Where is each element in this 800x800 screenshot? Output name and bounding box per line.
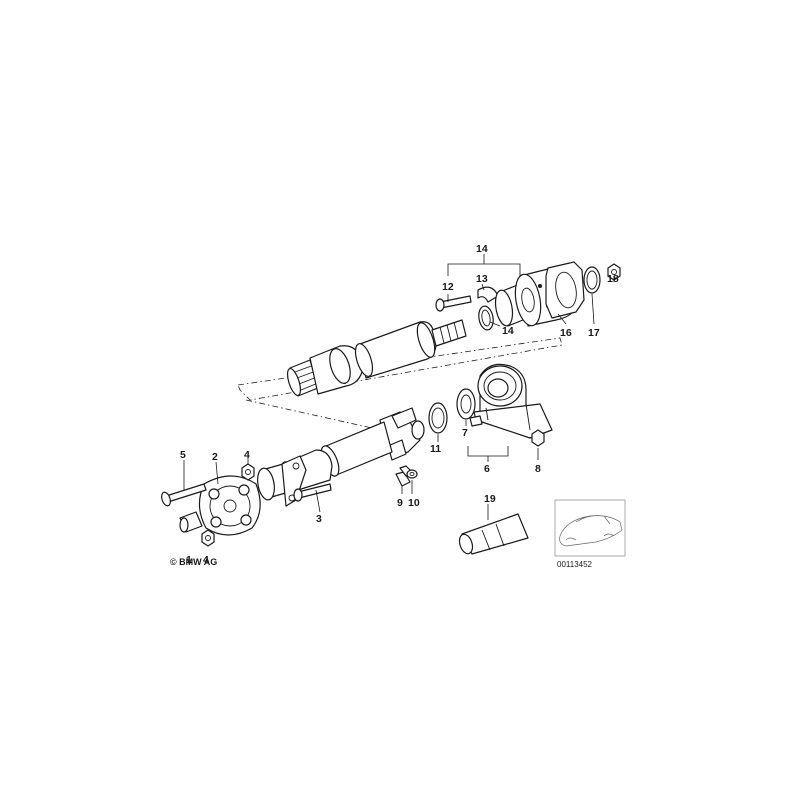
bearing-ring-7 — [456, 388, 476, 420]
callout-7: 7 — [462, 427, 468, 439]
vehicle-thumbnail-frame — [554, 499, 626, 557]
callout-3: 3 — [316, 513, 322, 525]
callout-12: 12 — [442, 281, 454, 293]
callout-5: 5 — [180, 449, 186, 461]
rear-driveshaft-section — [286, 319, 467, 397]
callout-4-upper: 4 — [244, 449, 250, 461]
nut-4-upper — [241, 463, 255, 481]
callout-14: 14 — [502, 325, 514, 337]
callout-16: 16 — [560, 327, 572, 339]
spacer-ring-11 — [428, 402, 448, 434]
bolt-3 — [293, 483, 332, 502]
bolt-5 — [161, 483, 207, 507]
nut-4-lower — [201, 529, 215, 547]
washer-10 — [406, 469, 418, 479]
callout-19: 19 — [484, 493, 496, 505]
callout-18: 18 — [607, 273, 619, 285]
leader-lines — [183, 254, 615, 520]
dashed-guide-line — [245, 399, 373, 429]
callout-2: 2 — [212, 451, 218, 463]
callout-15: 14 — [476, 243, 488, 255]
callout-1: 1 — [186, 554, 192, 566]
diagram-reference-number: 00113452 — [557, 560, 593, 569]
flange-plate-17 — [545, 261, 585, 319]
callout-13: 13 — [476, 273, 488, 285]
seal-ring-17 — [583, 266, 601, 294]
front-driveshaft-section — [257, 407, 425, 507]
callout-10: 10 — [408, 497, 420, 509]
callout-6: 6 — [484, 463, 490, 475]
flex-disc-2 — [198, 475, 261, 536]
callout-11: 11 — [430, 443, 441, 455]
sleeve-1 — [179, 511, 203, 533]
lock-plate-13 — [477, 286, 499, 303]
nut-8 — [531, 429, 545, 447]
clamp-ring-14 — [478, 305, 494, 331]
grease-tube-19 — [458, 513, 529, 555]
callout-17: 17 — [588, 327, 600, 339]
center-bearing-6 — [469, 363, 553, 439]
callout-9: 9 — [397, 497, 403, 509]
copyright-label: © BMW AG — [170, 557, 217, 567]
callout-8: 8 — [535, 463, 541, 475]
callout-4-lower: 4 — [203, 554, 209, 566]
nut-18 — [607, 263, 621, 281]
dashed-group-outline — [237, 337, 563, 401]
callout-labels: 14 12 13 14 16 17 18 6 7 8 11 9 10 3 5 2… — [180, 243, 619, 566]
bolt-12 — [435, 295, 472, 312]
